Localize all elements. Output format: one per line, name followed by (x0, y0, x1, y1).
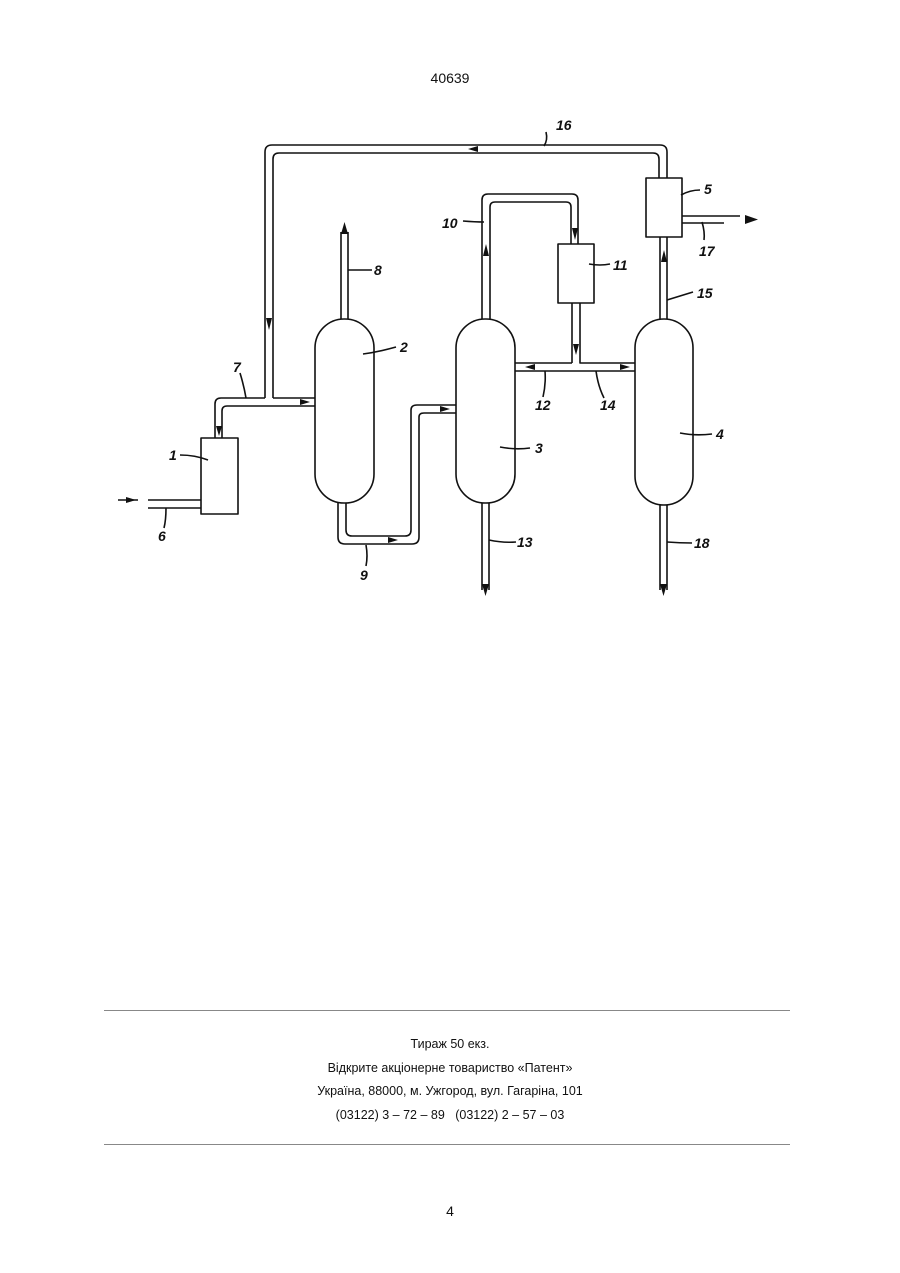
label-16: 16 (556, 117, 572, 133)
vessel-3 (456, 319, 515, 503)
label-3: 3 (535, 440, 543, 456)
vessel-4 (635, 319, 693, 505)
label-11: 11 (613, 257, 628, 273)
label-1: 1 (169, 447, 177, 463)
process-flow-diagram: 16 5 10 17 11 8 15 2 7 12 14 4 3 1 6 13 … (0, 0, 900, 620)
footer-address: Україна, 88000, м. Ужгород, вул. Гагарін… (0, 1080, 900, 1104)
footer-phones: (03122) 3 – 72 – 89 (03122) 2 – 57 – 03 (0, 1104, 900, 1128)
footer-top-rule (104, 1010, 790, 1011)
label-10: 10 (442, 215, 458, 231)
pipe-16 (265, 145, 667, 398)
label-14: 14 (600, 397, 616, 413)
label-7: 7 (233, 359, 242, 375)
pipe-10 (482, 194, 578, 319)
label-12: 12 (535, 397, 551, 413)
label-15: 15 (697, 285, 713, 301)
unit-11 (558, 244, 594, 303)
unit-5 (646, 178, 682, 237)
footer-block: Тираж 50 екз. Відкрите акціонерне товари… (0, 1033, 900, 1127)
label-17: 17 (699, 243, 716, 259)
footer-bottom-rule (104, 1144, 790, 1145)
label-8: 8 (374, 262, 382, 278)
label-6: 6 (158, 528, 166, 544)
label-2: 2 (399, 339, 408, 355)
label-13: 13 (517, 534, 533, 550)
page-number: 4 (0, 1203, 900, 1219)
label-5: 5 (704, 181, 712, 197)
footer-publisher: Відкрите акціонерне товариство «Патент» (0, 1057, 900, 1081)
label-18: 18 (694, 535, 710, 551)
pipe-9 (338, 413, 456, 544)
unit-1 (201, 438, 238, 514)
footer-print-run: Тираж 50 екз. (0, 1033, 900, 1057)
vessel-2 (315, 319, 374, 503)
label-9: 9 (360, 567, 368, 583)
label-4: 4 (715, 426, 724, 442)
